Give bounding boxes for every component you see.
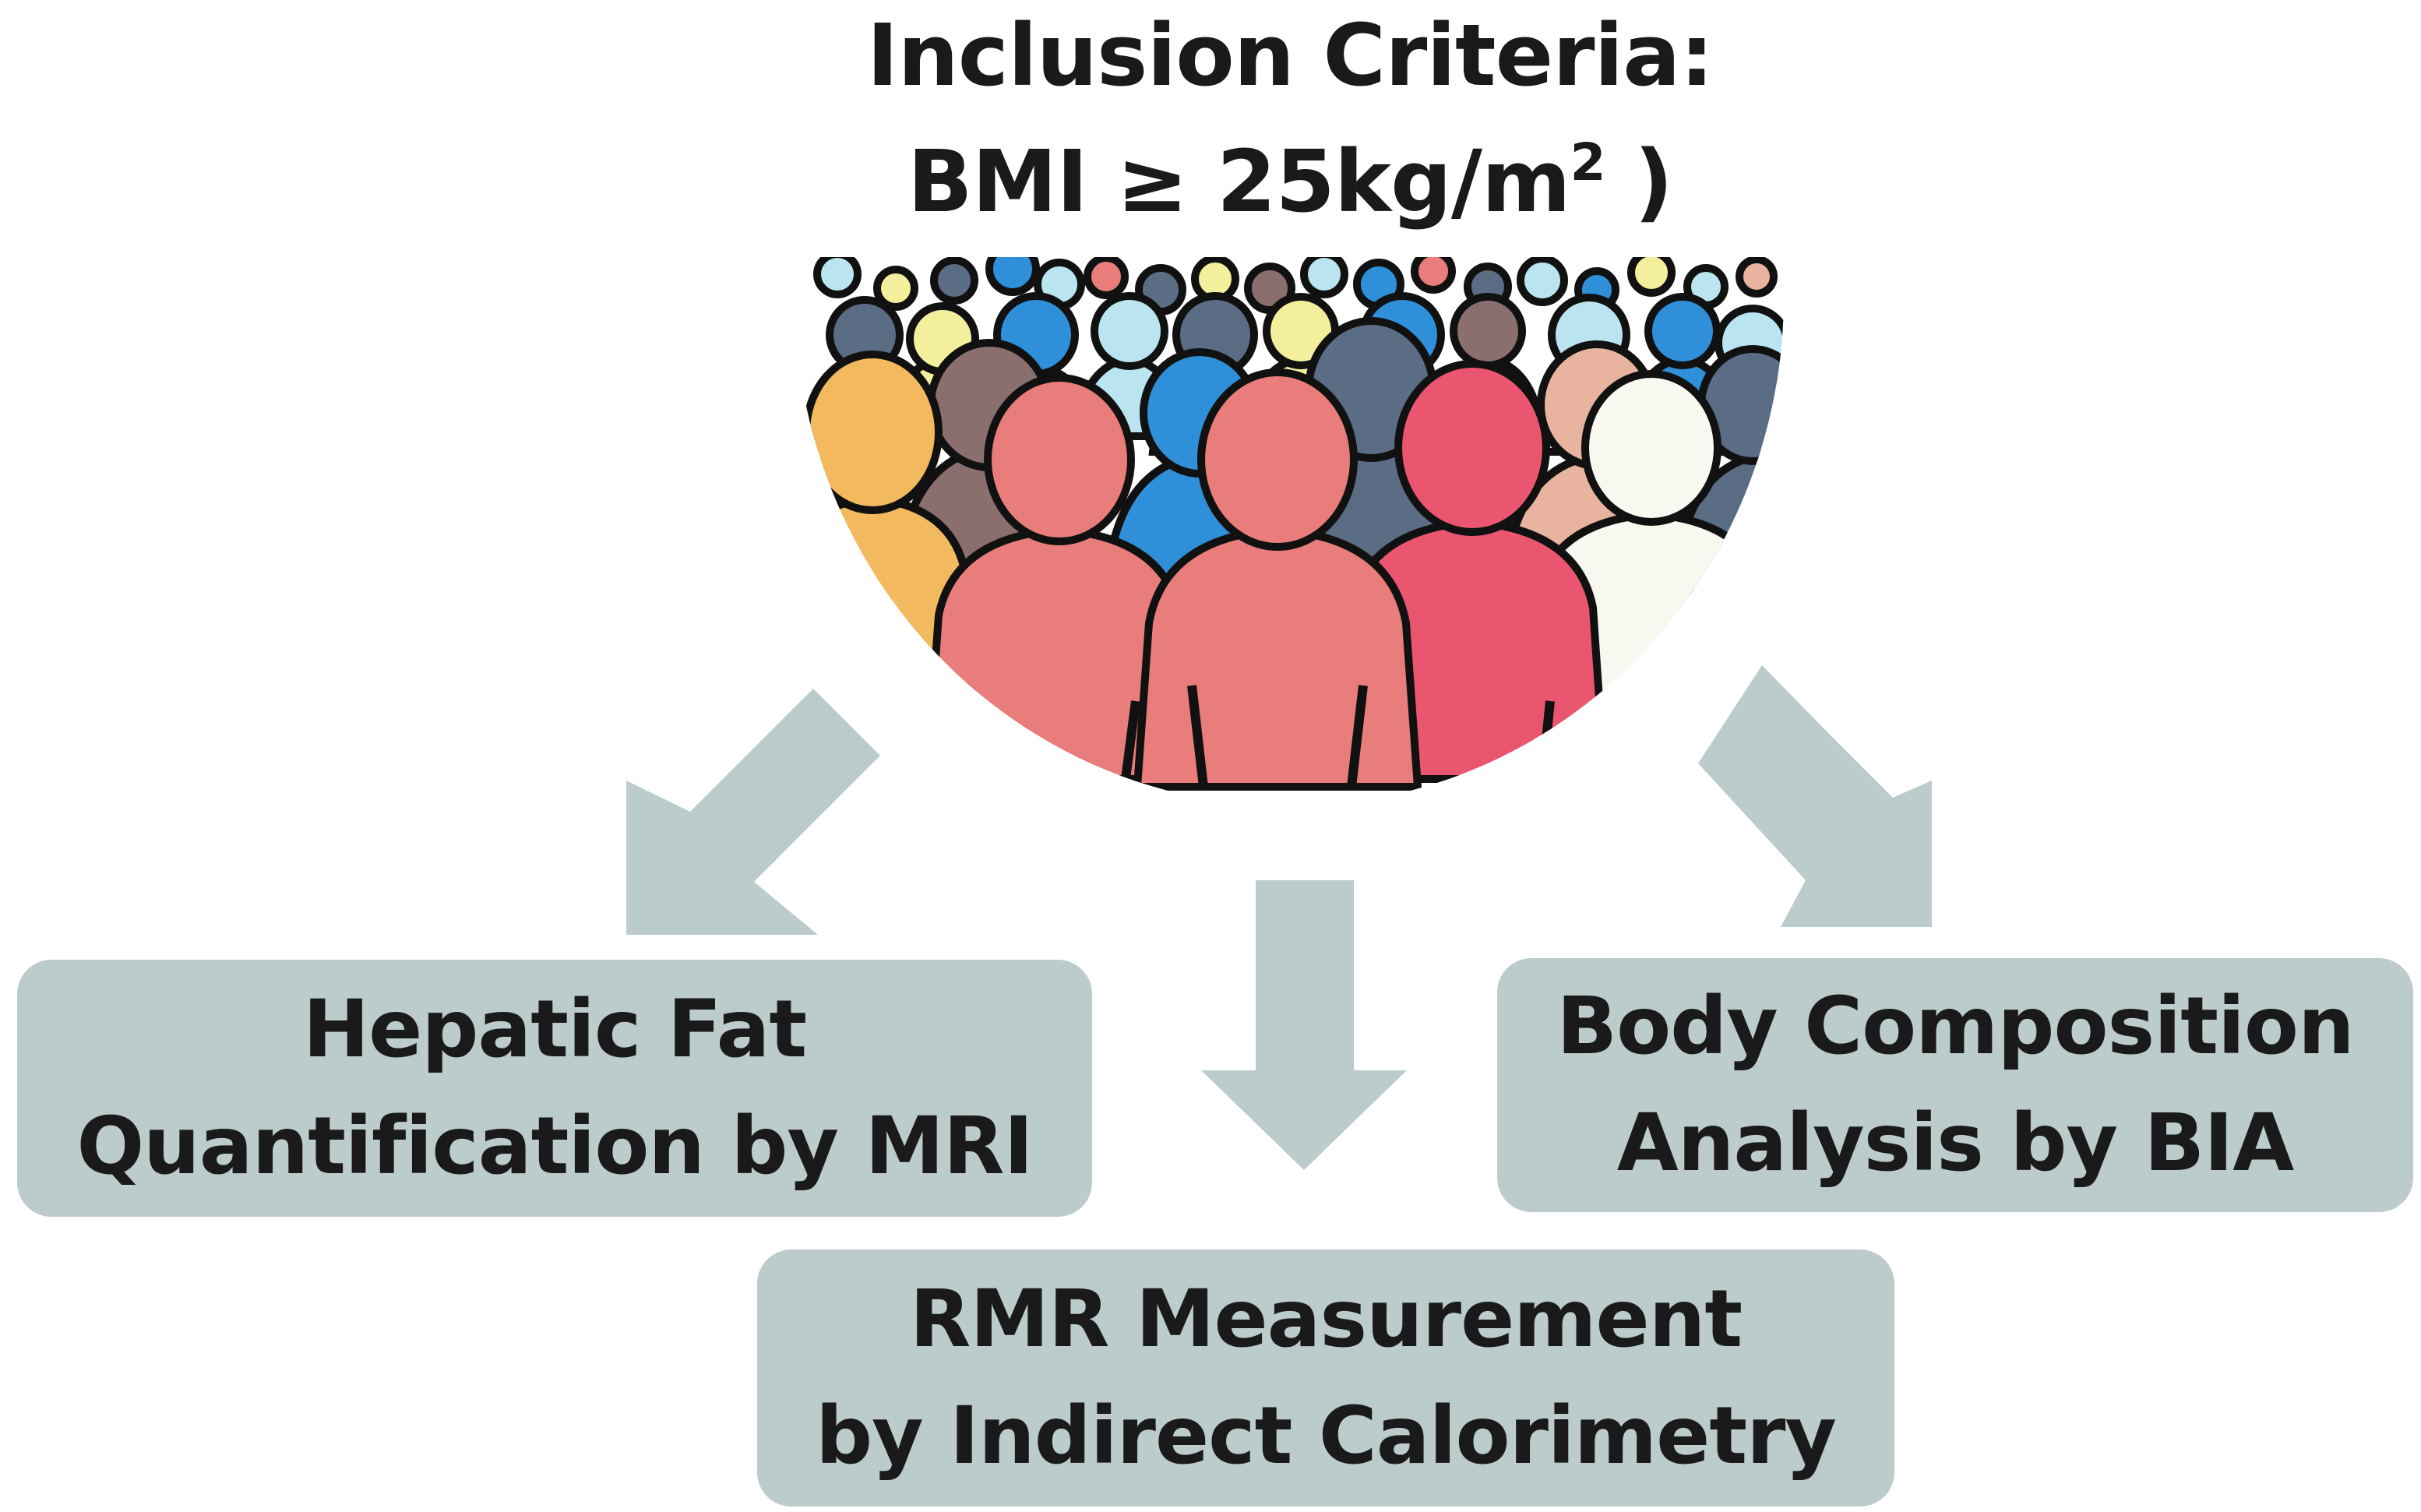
title-line-1: Inclusion Criteria:	[866, 5, 1714, 105]
arrow-left	[626, 689, 880, 935]
rmr-measurement-box: RMR Measurement by Indirect Calorimetry	[757, 1249, 1894, 1507]
bmi-superscript: 2	[1570, 132, 1606, 192]
inclusion-criteria-title: Inclusion Criteria:	[0, 5, 2421, 106]
body-composition-bia-box: Body Composition Analysis by BIA	[1497, 958, 2413, 1212]
hepatic-fat-mri-box: Hepatic Fat Quantification by MRI	[17, 960, 1092, 1217]
rmr-box-line-2: by Indirect Calorimetry	[816, 1390, 1837, 1482]
body-box-line-1: Body Composition	[1556, 980, 2354, 1073]
hepatic-box-line-2: Quantification by MRI	[76, 1100, 1033, 1193]
arrow-down	[1201, 880, 1407, 1170]
body-box-line-2: Analysis by BIA	[1616, 1097, 2294, 1190]
crowd-back-row	[813, 257, 1778, 315]
bmi-criterion-text: BMI ≥ 25kg/m	[907, 132, 1571, 231]
hepatic-box-line-1: Hepatic Fat	[302, 983, 807, 1076]
rmr-box-line-1: RMR Measurement	[909, 1273, 1743, 1366]
bmi-criterion: BMI ≥ 25kg/m2 )	[0, 131, 2421, 232]
crowd-icon	[795, 257, 1784, 791]
crowd-front-row	[795, 351, 1781, 791]
bmi-close-paren: )	[1605, 132, 1673, 231]
arrow-right	[1698, 665, 1932, 927]
